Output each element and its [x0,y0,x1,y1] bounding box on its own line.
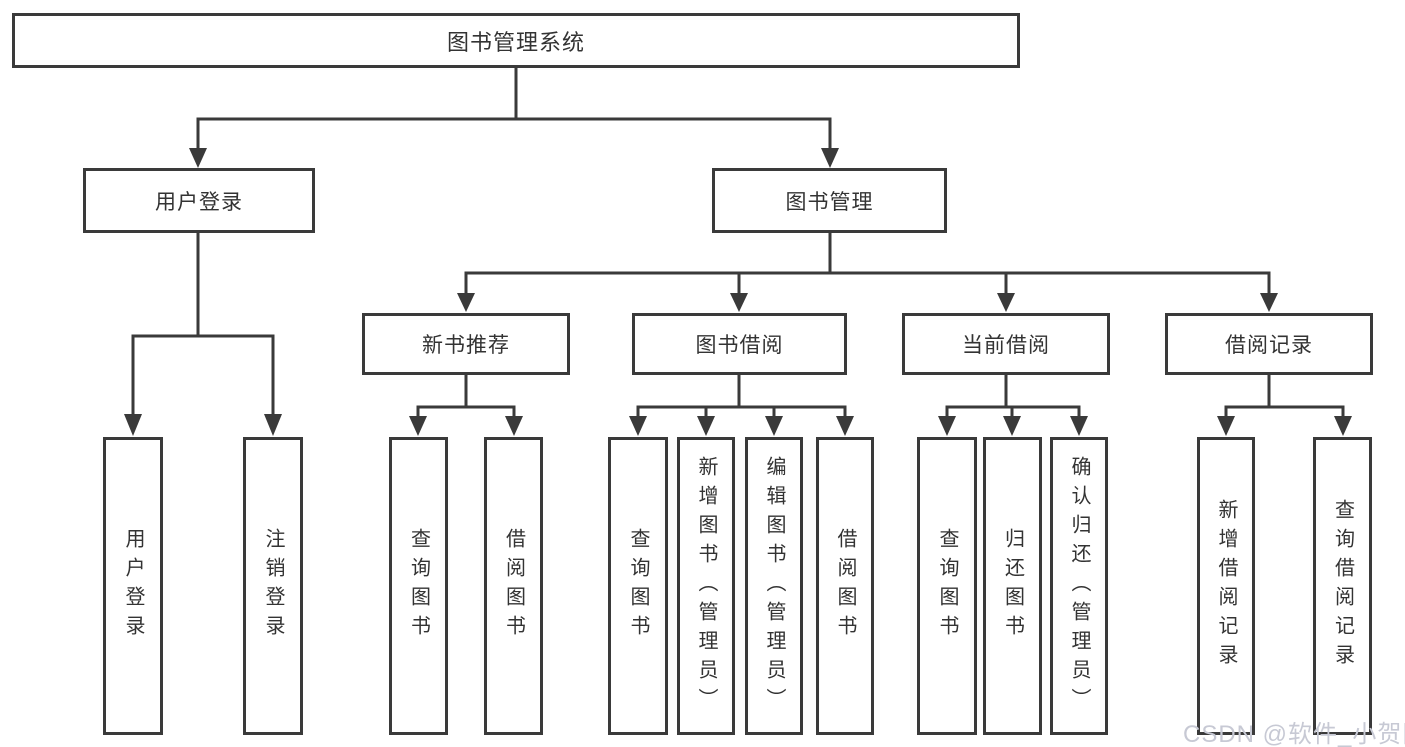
node-label: 图书管理 [785,190,874,214]
node-label: 查询借阅记录 [1331,499,1354,673]
node-label: 借阅记录 [1225,334,1313,357]
node-label: 注销登录 [262,528,284,644]
node-add-book-admin: 新增图书（管理员） [677,437,735,735]
node-book-borrowing: 图书借阅 [632,313,847,375]
arrowhead [697,416,715,436]
node-label: 图书管理系统 [446,29,585,55]
node-label: 查询图书 [627,528,649,644]
arrowhead [409,416,427,436]
connector-root-rail [196,117,832,150]
connector-rail [636,405,847,418]
node-label: 借阅图书 [834,528,856,644]
connector-rail [416,405,516,418]
connector-rail [464,271,1271,295]
csdn-watermark: CSDN @软件_小贺同学 [1183,721,1405,747]
node-add-borrow-record: 新增借阅记录 [1197,437,1255,735]
node-return-books: 归还图书 [983,437,1042,735]
arrowhead [124,414,142,436]
connector-rail [945,405,1081,418]
node-label: 新增图书（管理员） [695,455,717,717]
arrowhead [836,416,854,436]
arrowhead [821,148,839,168]
arrowhead [457,293,475,312]
arrowhead [1260,293,1278,312]
node-logout: 注销登录 [243,437,303,735]
arrowhead [1217,416,1235,436]
arrowhead [629,416,647,436]
arrowhead [264,414,282,436]
node-label: 借阅图书 [502,528,525,644]
node-query-books-current: 查询图书 [917,437,977,735]
node-label: 当前借阅 [962,334,1050,357]
node-label: 用户登录 [122,528,144,644]
node-label: 归还图书 [1001,528,1024,644]
node-confirm-return-admin: 确认归还（管理员） [1050,437,1108,735]
node-user-login: 用户登录 [103,437,163,735]
arrowhead [189,148,207,168]
node-query-books-borrow: 查询图书 [608,437,668,735]
arrowhead [505,416,523,436]
node-borrowing-records: 借阅记录 [1165,313,1373,375]
connector-rail [131,334,275,416]
node-label: 编辑图书（管理员） [763,455,785,717]
node-current-borrowing: 当前借阅 [902,313,1110,375]
connector-rail [1224,405,1345,418]
node-query-books-recommend: 查询图书 [389,437,448,735]
node-label: 查询图书 [936,528,958,644]
node-borrow-books-recommend: 借阅图书 [484,437,543,735]
node-label: 图书借阅 [695,334,784,357]
node-user-login-group: 用户登录 [83,168,315,233]
node-label: 新增借阅记录 [1215,499,1237,673]
arrowhead [1070,416,1088,436]
arrowhead [1334,416,1352,436]
node-query-borrow-record: 查询借阅记录 [1313,437,1372,735]
node-label: 查询图书 [407,528,430,644]
arrowhead [1003,416,1021,436]
node-new-book-recommend: 新书推荐 [362,313,570,375]
node-library-management-system: 图书管理系统 [12,13,1020,68]
node-label: 确认归还（管理员） [1068,455,1090,717]
node-borrow-books: 借阅图书 [816,437,874,735]
arrowhead [938,416,956,436]
arrowhead [997,293,1015,312]
arrowhead [730,293,748,312]
node-label: 用户登录 [155,190,243,214]
node-book-management: 图书管理 [712,168,947,233]
node-edit-book-admin: 编辑图书（管理员） [745,437,803,735]
node-label: 新书推荐 [422,334,510,357]
arrowhead [765,416,783,436]
